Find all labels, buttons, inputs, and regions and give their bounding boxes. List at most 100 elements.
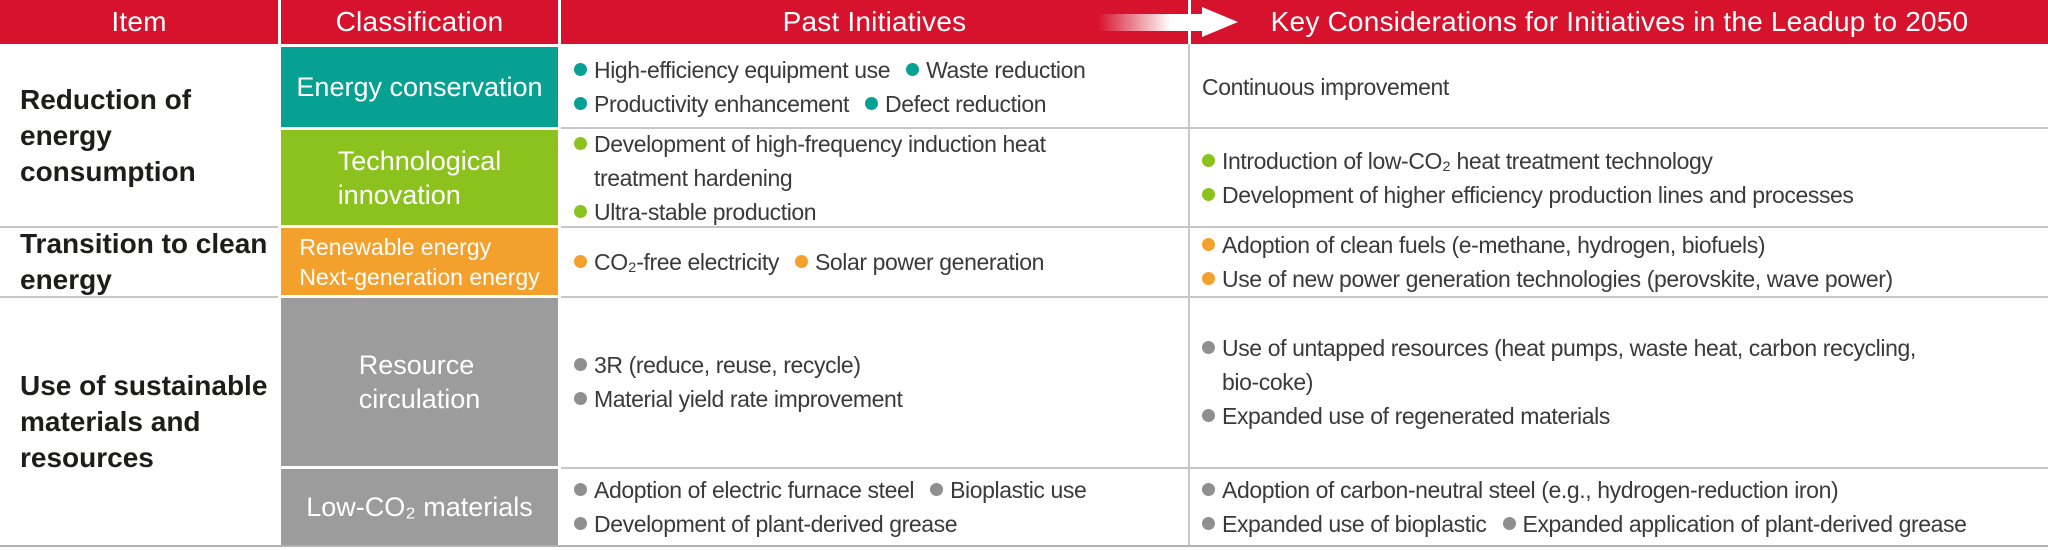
bullet-text: Development of high-frequency induction … bbox=[594, 130, 1046, 157]
bullet-item: Adoption of electric furnace steel bbox=[574, 473, 914, 507]
bullet-text: Use of new power generation technologies… bbox=[1222, 265, 1893, 292]
classification-label: Low-CO₂ materials bbox=[306, 492, 533, 522]
content-line: Use of untapped resources (heat pumps, w… bbox=[1202, 331, 2048, 365]
bullet-dot-icon bbox=[930, 483, 944, 496]
classification-cell-energy-conservation: Energy conservation bbox=[281, 47, 558, 127]
bullet-text: Introduction of low-CO₂ heat treatment t… bbox=[1222, 147, 1713, 174]
past-cell-energy-conservation: High-efficiency equipment use Waste reduc… bbox=[561, 47, 1188, 127]
bullet-text: Expanded use of bioplastic bbox=[1222, 511, 1487, 537]
item-label-line: Use of sustainable bbox=[20, 369, 268, 401]
arrow-head bbox=[1202, 7, 1238, 37]
row-divider bbox=[561, 467, 2048, 469]
bullet-text: Adoption of clean fuels (e-methane, hydr… bbox=[1222, 231, 1766, 258]
content-line: Development of plant-derived grease bbox=[574, 507, 1188, 541]
item-label-line: Transition to clean bbox=[20, 227, 268, 259]
bullet-text: 3R (reduce, reuse, recycle) bbox=[594, 352, 861, 378]
header-cell-key-considerations: Key Considerations for Initiatives in th… bbox=[1191, 0, 2048, 44]
bullet-dot-icon bbox=[794, 254, 808, 268]
bullet-text: Waste reduction bbox=[926, 57, 1086, 83]
bullet-text: treatment hardening bbox=[594, 164, 793, 191]
bullet-item: 3R (reduce, reuse, recycle) bbox=[574, 348, 861, 382]
bullet-text: Defect reduction bbox=[885, 91, 1047, 117]
classification-cell-low-co2-materials: Low-CO₂ materials bbox=[281, 469, 558, 545]
bullet-item: Development of high-frequency induction … bbox=[574, 127, 1046, 161]
group-divider bbox=[0, 226, 278, 228]
row-divider bbox=[561, 127, 2048, 129]
key-cell-technological-innovation: Introduction of low-CO₂ heat treatment t… bbox=[1191, 130, 2048, 225]
content-line: Introduction of low-CO₂ heat treatment t… bbox=[1202, 144, 2048, 178]
bullet-item: Expanded application of plant-derived gr… bbox=[1502, 507, 1967, 541]
bullet-item: Use of untapped resources (heat pumps, w… bbox=[1202, 331, 1916, 365]
bullet-dot-icon bbox=[1202, 409, 1215, 422]
bullet-text: Productivity enhancement bbox=[594, 91, 850, 117]
item-label-line: energy bbox=[20, 263, 112, 295]
group-divider bbox=[561, 296, 2048, 298]
bullet-item: Adoption of carbon-neutral steel (e.g., … bbox=[1202, 473, 1839, 507]
bullet-item: Ultra-stable production bbox=[574, 195, 817, 229]
bullet-text: Material yield rate improvement bbox=[594, 386, 903, 412]
content-line: Ultra-stable production bbox=[574, 195, 1188, 229]
bullet-item: Development of higher efficiency product… bbox=[1202, 178, 1854, 212]
bullet-dot-icon bbox=[574, 483, 587, 496]
header-cell-item: Item bbox=[0, 0, 278, 44]
bullet-text: Continuous improvement bbox=[1202, 74, 1449, 100]
content-line: Development of higher efficiency product… bbox=[1202, 178, 2048, 212]
bullet-dot-icon bbox=[1202, 237, 1215, 251]
bullet-item: Productivity enhancement bbox=[574, 87, 849, 121]
bullet-text: Development of plant-derived grease bbox=[594, 511, 958, 537]
bullet-dot-icon bbox=[574, 97, 587, 110]
bullet-text: Development of higher efficiency product… bbox=[1222, 181, 1854, 208]
bullet-dot-icon bbox=[574, 254, 587, 268]
bullet-item: Introduction of low-CO₂ heat treatment t… bbox=[1202, 144, 1713, 178]
content-line: Material yield rate improvement bbox=[574, 382, 1188, 416]
bullet-text: Ultra-stable production bbox=[594, 198, 817, 225]
table-bottom-border bbox=[0, 545, 2048, 547]
content-line: 3R (reduce, reuse, recycle) bbox=[574, 348, 1188, 382]
header-cell-classification: Classification bbox=[281, 0, 558, 44]
bullet-item: Use of new power generation technologies… bbox=[1202, 262, 1893, 296]
bullet-item: Defect reduction bbox=[865, 87, 1047, 121]
content-line: Development of high-frequency induction … bbox=[574, 127, 1188, 161]
content-line: High-efficiency equipment use Waste reduc… bbox=[574, 53, 1188, 87]
bullet-text: bio-coke) bbox=[1222, 369, 1313, 395]
bullet-dot-icon bbox=[1202, 187, 1215, 201]
bullet-text: Adoption of electric furnace steel bbox=[594, 477, 915, 503]
bullet-text: Bioplastic use bbox=[950, 477, 1087, 503]
bullet-item: Solar power generation bbox=[794, 245, 1044, 279]
bullet-item: Expanded use of regenerated materials bbox=[1202, 399, 1610, 433]
bullet-text: Expanded application of plant-derived gr… bbox=[1522, 511, 1967, 537]
group-divider bbox=[0, 296, 278, 298]
content-line: Productivity enhancement Defect reduction bbox=[574, 87, 1188, 121]
header-cell-past-initiatives: Past Initiatives bbox=[561, 0, 1188, 44]
content-text: Continuous improvement bbox=[1202, 70, 1449, 104]
key-cell-renewable-energy: Adoption of clean fuels (e-methane, hydr… bbox=[1191, 228, 2048, 295]
past-cell-low-co2-materials: Adoption of electric furnace steel Biopla… bbox=[561, 469, 1188, 545]
past-cell-resource-circulation: 3R (reduce, reuse, recycle) Material yiel… bbox=[561, 298, 1188, 466]
key-cell-resource-circulation: Use of untapped resources (heat pumps, w… bbox=[1191, 298, 2048, 466]
item-label-line: consumption bbox=[20, 156, 196, 187]
bullet-dot-icon bbox=[1202, 271, 1215, 285]
column-divider bbox=[1188, 44, 1190, 547]
bullet-item: Expanded use of bioplastic bbox=[1202, 507, 1487, 541]
bullet-text: High-efficiency equipment use bbox=[594, 57, 891, 83]
bullet-text: Use of untapped resources (heat pumps, w… bbox=[1222, 335, 1916, 361]
item-label-line: Reduction of energy bbox=[20, 84, 192, 151]
bullet-item: Material yield rate improvement bbox=[574, 382, 903, 416]
bullet-item: High-efficiency equipment use bbox=[574, 53, 890, 87]
bullet-dot-icon bbox=[906, 63, 920, 76]
bullet-text: Solar power generation bbox=[814, 248, 1044, 275]
content-line: Adoption of clean fuels (e-methane, hydr… bbox=[1202, 228, 2048, 262]
content-text: bio-coke) bbox=[1222, 365, 1313, 399]
content-line: treatment hardening bbox=[574, 161, 1188, 195]
bullet-text: Adoption of carbon-neutral steel (e.g., … bbox=[1222, 477, 1839, 503]
